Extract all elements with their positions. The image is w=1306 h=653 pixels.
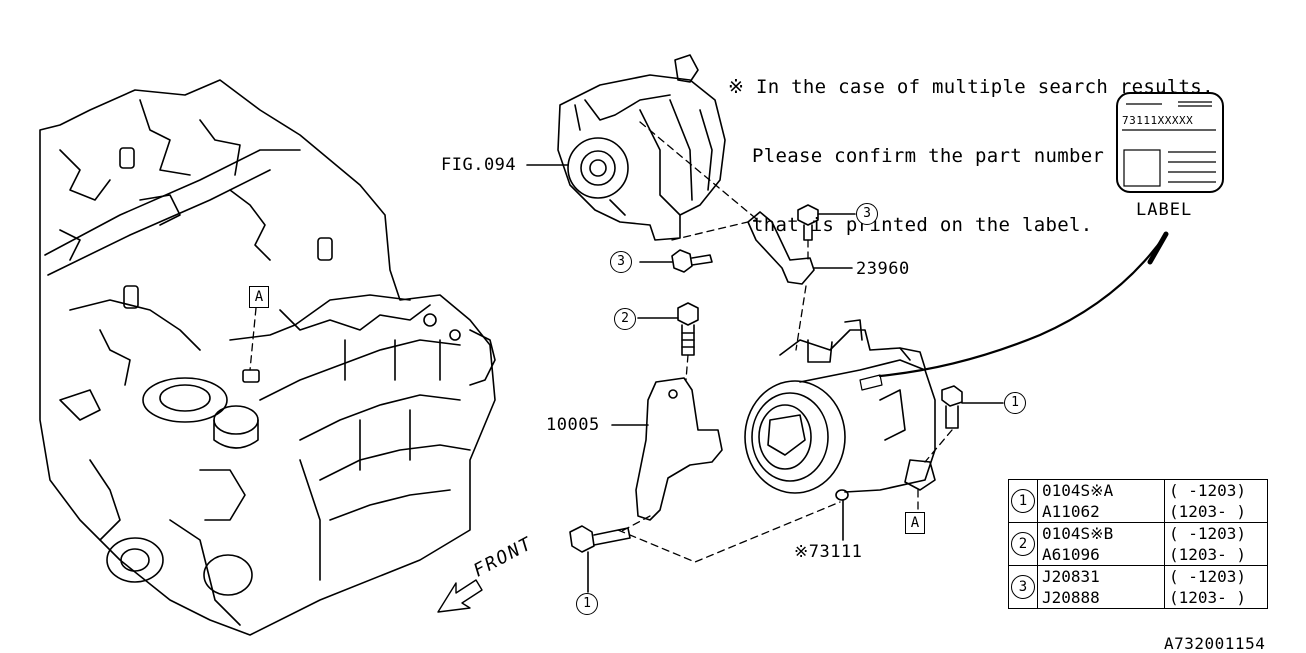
table-range-cell: ( -1203)	[1164, 479, 1268, 501]
table-part-cell[interactable]: 0104S※A	[1037, 479, 1165, 501]
table-row: 1 0104S※A ( -1203)	[1008, 479, 1268, 523]
table-ref-1: 1	[1011, 489, 1035, 513]
table-range-cell: ( -1203)	[1164, 565, 1268, 587]
engine-block-drawing	[39, 79, 496, 636]
table-row: 2 0104S※B ( -1203)	[1008, 522, 1268, 566]
table-row: J20888 (1203- )	[1009, 587, 1268, 609]
table-ref-3: 3	[1011, 575, 1035, 599]
table-ref-cell: 1	[1008, 479, 1038, 523]
plate-10005-drawing	[611, 377, 723, 521]
table-range-cell: (1203- )	[1164, 587, 1268, 609]
table-range-cell: ( -1203)	[1164, 522, 1268, 544]
engine-mount-boss	[242, 369, 260, 383]
label-part-code: 73111XXXXX	[1122, 114, 1194, 127]
label-caption: LABEL	[1136, 200, 1193, 220]
table-range-cell: (1203- )	[1164, 544, 1268, 566]
box-ref-a-engine: A	[249, 286, 269, 308]
table-ref-2: 2	[1011, 532, 1035, 556]
diagram-id: A732001154	[1164, 634, 1266, 653]
compressor-drawing	[744, 319, 936, 541]
table-row: A61096 (1203- )	[1009, 544, 1268, 566]
table-part-cell[interactable]: J20831	[1037, 565, 1165, 587]
callout-10005[interactable]: 10005	[546, 415, 600, 435]
bolt-1-bottom-drawing	[569, 525, 631, 593]
table-part-cell[interactable]: 0104S※B	[1037, 522, 1165, 544]
label-card-lines	[1122, 101, 1216, 187]
label-leader-line	[878, 232, 1168, 378]
callout-23960[interactable]: 23960	[856, 259, 910, 279]
table-row: A11062 (1203- )	[1009, 501, 1268, 523]
bolt-3-left-drawing	[639, 249, 713, 273]
circle-ref-3-top[interactable]: 3	[856, 203, 878, 225]
callout-fig-094[interactable]: FIG.094	[441, 155, 517, 175]
circle-ref-2[interactable]: 2	[614, 308, 636, 330]
bolt-1-right-drawing	[941, 385, 1004, 429]
bracket-23960-drawing	[747, 211, 853, 285]
bolt-2-drawing	[637, 302, 699, 356]
circle-ref-1-right[interactable]: 1	[1004, 392, 1026, 414]
table-part-cell[interactable]: A11062	[1037, 501, 1165, 523]
table-ref-cell: 2	[1008, 522, 1038, 566]
circle-ref-3-left[interactable]: 3	[610, 251, 632, 273]
front-arrow	[437, 579, 483, 613]
note-line-2: Please confirm the part number	[752, 145, 1105, 167]
circle-ref-1-bottom[interactable]: 1	[576, 593, 598, 615]
box-ref-a-compressor: A	[905, 512, 925, 534]
table-ref-cell: 3	[1008, 565, 1038, 609]
parts-table: 1 0104S※A ( -1203) A11062 (1203- ) 2 010…	[1008, 479, 1268, 609]
table-part-cell[interactable]: A61096	[1037, 544, 1165, 566]
assembly-dashed-lines	[249, 121, 953, 563]
table-range-cell: (1203- )	[1164, 501, 1268, 523]
table-row: 3 J20831 ( -1203)	[1008, 565, 1268, 609]
table-part-cell[interactable]: J20888	[1037, 587, 1165, 609]
alternator-drawing	[557, 54, 726, 241]
callout-73111[interactable]: ※73111	[794, 542, 863, 562]
label-card: 73111XXXXX	[1116, 92, 1224, 193]
label-leader-thick	[1147, 231, 1169, 265]
